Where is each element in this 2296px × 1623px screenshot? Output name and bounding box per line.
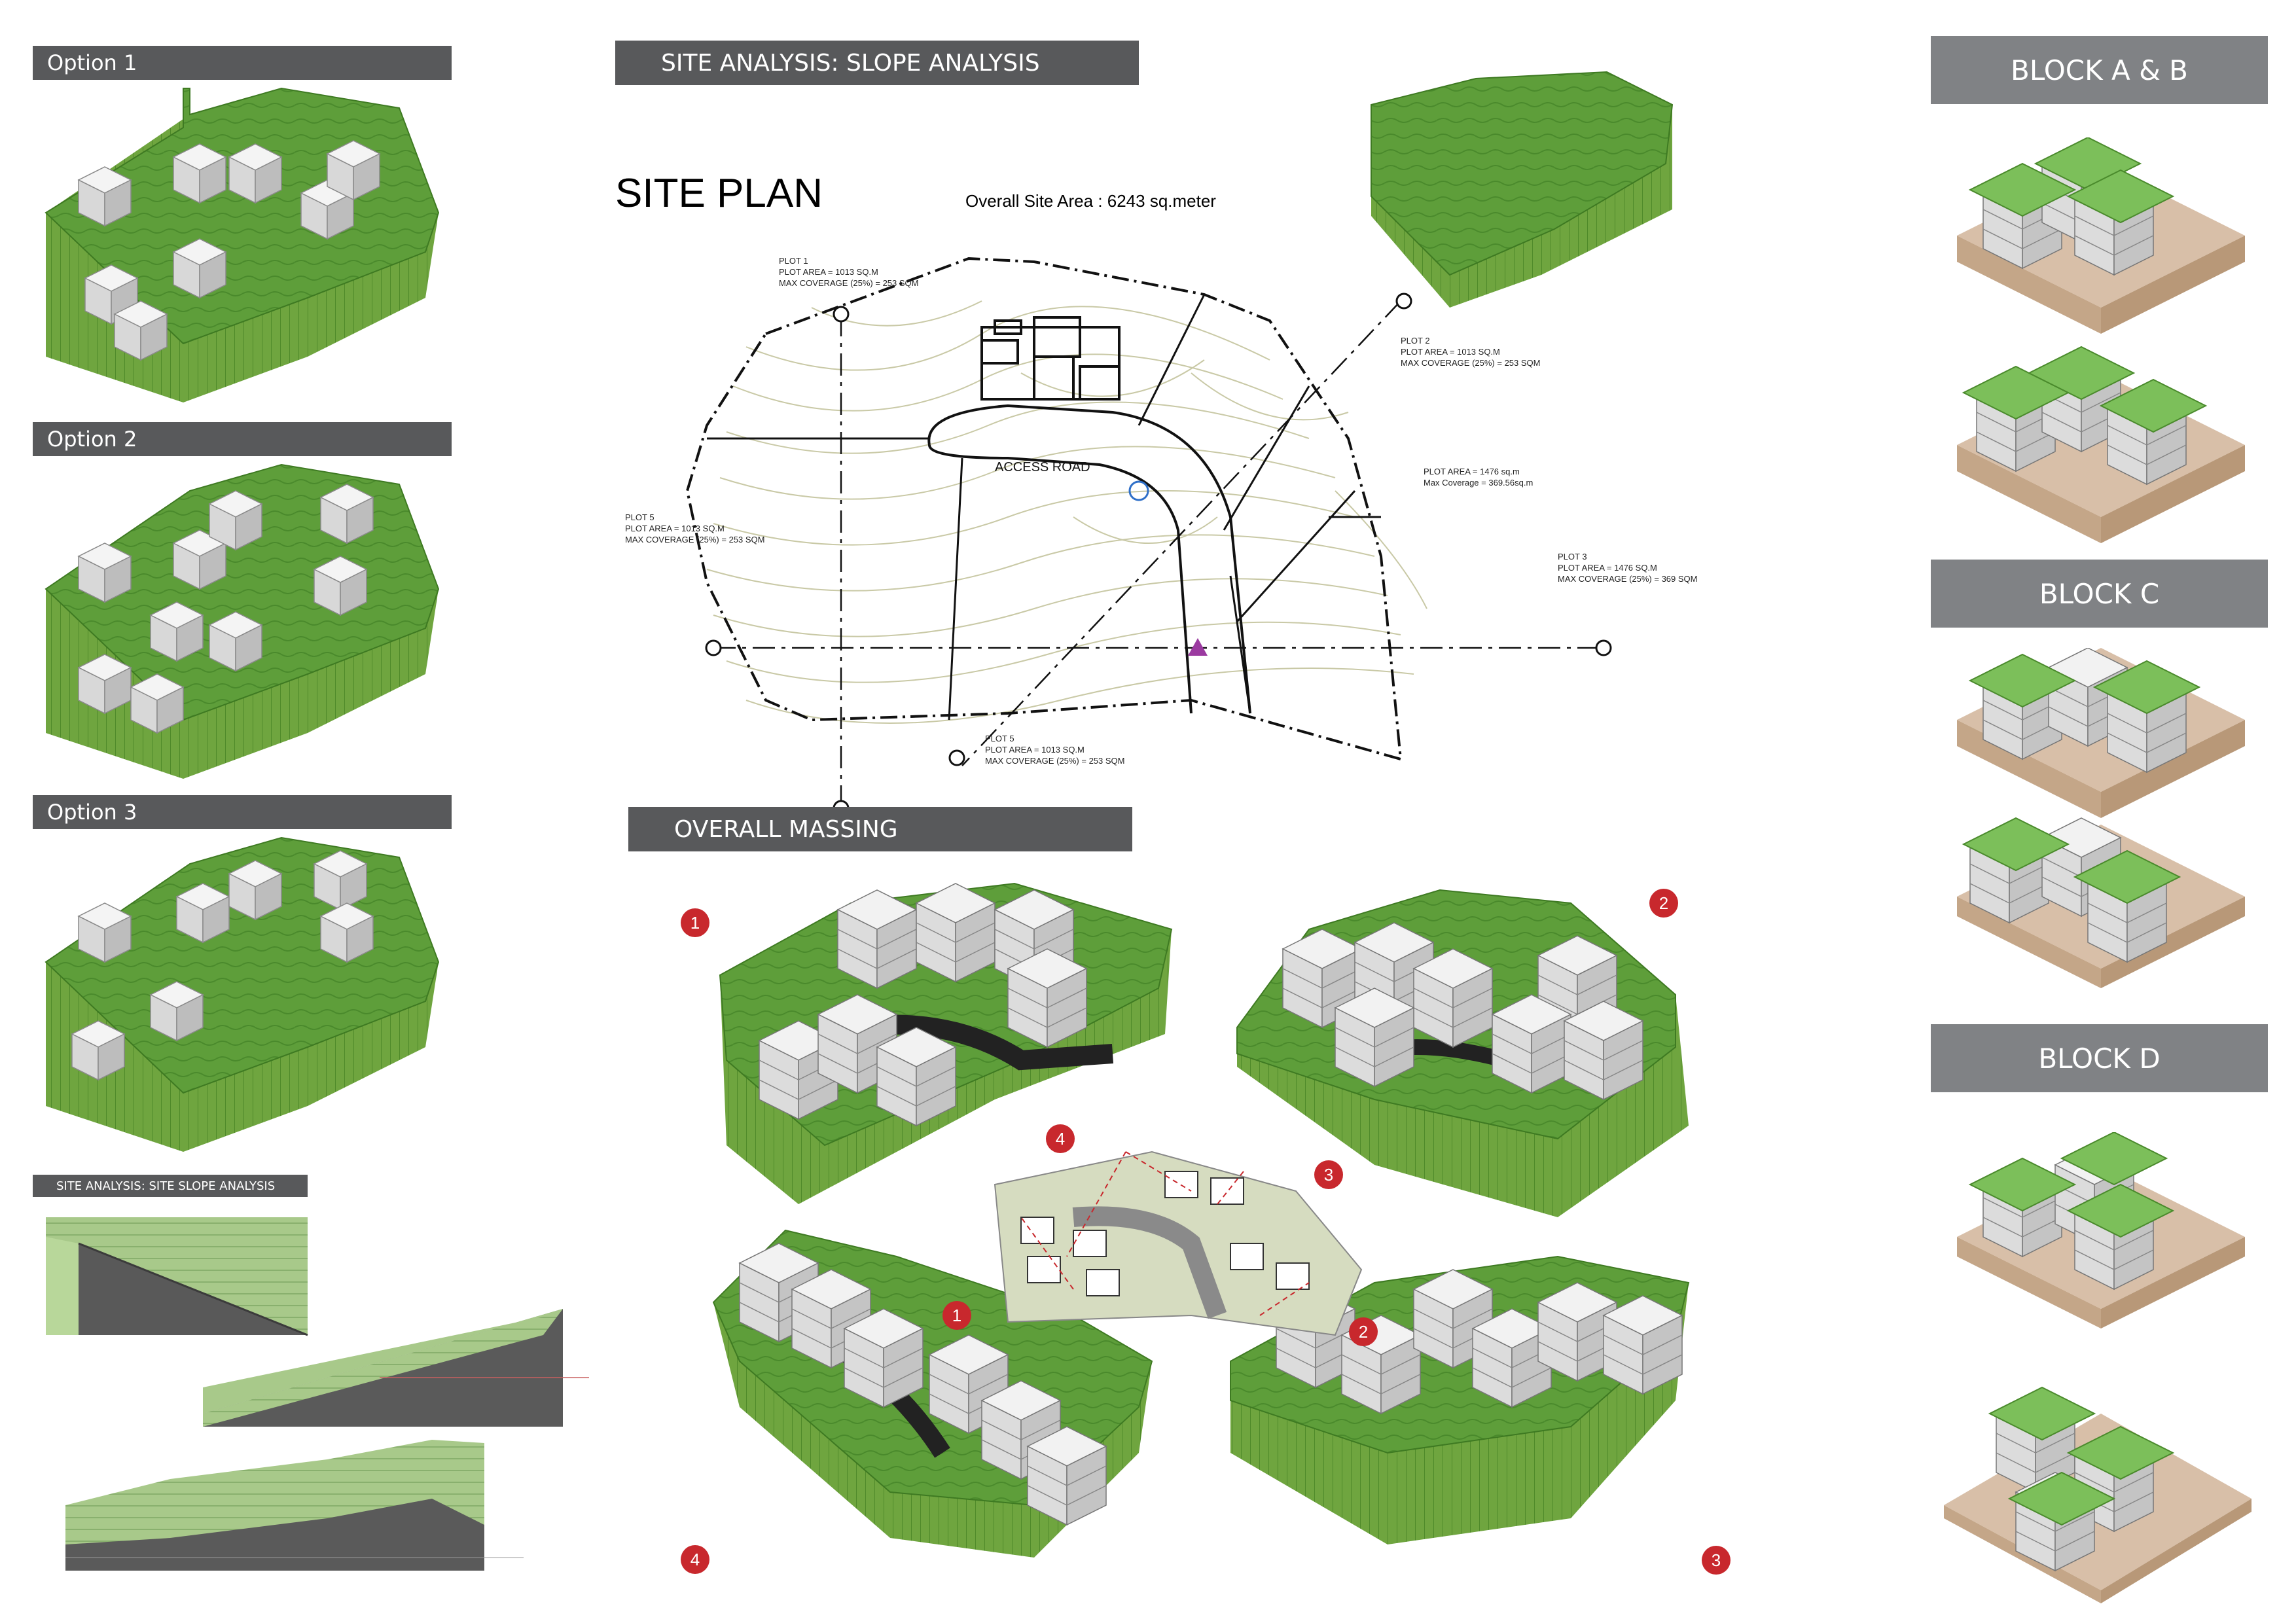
block-ab-header: BLOCK A & B	[1931, 36, 2268, 104]
marker-1-centre-label: 1	[952, 1306, 961, 1325]
marker-3-centre: 3	[1314, 1160, 1343, 1189]
plot-5a-line-2: PLOT AREA = 1013 SQ.M	[625, 524, 725, 533]
plot-4-line-1: PLOT AREA = 1476 sq.m	[1424, 467, 1520, 476]
marker-2-centre-label: 2	[1359, 1322, 1368, 1342]
plot-5b-line-2: PLOT AREA = 1013 SQ.M	[985, 745, 1085, 755]
marker-3-bottom-badge: 3	[1702, 1546, 1731, 1575]
site-area-text: Overall Site Area : 6243 sq.meter	[965, 191, 1216, 211]
marker-1-top-label: 1	[691, 913, 700, 933]
overall-massing-title: OVERALL MASSING	[674, 815, 898, 843]
option-2-terrain-model	[33, 458, 452, 779]
site-plan-svg: PLOT 1 PLOT AREA = 1013 SQ.M MAX COVERAG…	[625, 256, 1697, 817]
option-1-terrain-model	[33, 82, 452, 402]
plot-2-label: PLOT 2 PLOT AREA = 1013 SQ.M MAX COVERAG…	[1401, 336, 1540, 368]
slope-analysis-title: SITE ANALYSIS: SITE SLOPE ANALYSIS	[56, 1179, 276, 1193]
option-3-header: Option 3	[33, 795, 452, 829]
plot-2-line-2: PLOT AREA = 1013 SQ.M	[1401, 347, 1500, 357]
plot-2-line-1: PLOT 2	[1401, 336, 1430, 346]
marker-2-centre: 2	[1349, 1317, 1378, 1346]
marker-4-centre-label: 4	[1056, 1129, 1065, 1149]
plot-5-label-left: PLOT 5 PLOT AREA = 1013 SQ.M MAX COVERAG…	[625, 512, 764, 544]
massing-views: 1 2 4 3 1 2 4 3	[655, 864, 1731, 1603]
marker-1-centre: 1	[942, 1301, 971, 1330]
block-c-header: BLOCK C	[1931, 560, 2268, 628]
plot-5a-line-1: PLOT 5	[625, 512, 655, 522]
massing-view-1	[719, 882, 1173, 1204]
plot-3-line-1: PLOT 3	[1558, 552, 1587, 562]
block-d-label: BLOCK D	[2038, 1042, 2161, 1075]
plot-3-line-3: MAX COVERAGE (25%) = 369 SQM	[1558, 574, 1697, 584]
access-road-label: ACCESS ROAD	[995, 460, 1090, 474]
option-1-header: Option 1	[33, 46, 452, 80]
option-2-label: Option 2	[47, 427, 137, 452]
marker-2-top-label: 2	[1659, 893, 1668, 913]
massing-view-2	[1236, 889, 1689, 1217]
site-terrain-model	[1358, 65, 1685, 314]
plot-3-line-2: PLOT AREA = 1476 SQ.M	[1558, 563, 1657, 573]
block-c-label: BLOCK C	[2039, 577, 2160, 610]
block-d-models	[1944, 1132, 2258, 1603]
option-3-terrain-model	[33, 831, 452, 1152]
plot-5-label-bottom: PLOT 5 PLOT AREA = 1013 SQ.M MAX COVERAG…	[985, 734, 1124, 766]
plot-1-line-1: PLOT 1	[779, 256, 808, 266]
marker-2-top: 2	[1649, 889, 1678, 918]
site-plan-title: SITE PLAN	[615, 171, 823, 216]
plot-2-line-3: MAX COVERAGE (25%) = 253 SQM	[1401, 358, 1540, 368]
site-plan-drawing: PLOT 1 PLOT AREA = 1013 SQ.M MAX COVERAG…	[615, 242, 1715, 818]
overall-massing-header: OVERALL MASSING	[628, 807, 1132, 851]
site-analysis-title: SITE ANALYSIS: SLOPE ANALYSIS	[661, 49, 1040, 77]
plot-1-label: PLOT 1 PLOT AREA = 1013 SQ.M MAX COVERAG…	[779, 256, 918, 288]
marker-4-bottom: 4	[681, 1545, 709, 1574]
massing-markers: 1 2 4 3 1 2 4	[681, 889, 1678, 1574]
option-3-label: Option 3	[47, 800, 137, 825]
slope-analysis-header: SITE ANALYSIS: SITE SLOPE ANALYSIS	[33, 1175, 308, 1197]
plot-5a-line-3: MAX COVERAGE (25%) = 253 SQM	[625, 535, 764, 544]
plot-3-label: PLOT 3 PLOT AREA = 1476 SQ.M MAX COVERAG…	[1558, 552, 1697, 584]
block-c-models	[1944, 648, 2258, 988]
plot-5b-line-3: MAX COVERAGE (25%) = 253 SQM	[985, 756, 1124, 766]
marker-4-bottom-label: 4	[691, 1550, 700, 1569]
slope-sections	[39, 1217, 615, 1584]
marker-1-top: 1	[681, 908, 709, 937]
block-ab-label: BLOCK A & B	[2011, 54, 2188, 86]
site-analysis-header: SITE ANALYSIS: SLOPE ANALYSIS	[615, 41, 1139, 85]
plot-1-line-3: MAX COVERAGE (25%) = 253 SQM	[779, 278, 918, 288]
massing-key-plan	[994, 1150, 1363, 1336]
marker-3-centre-label: 3	[1324, 1165, 1333, 1185]
marker-4-centre: 4	[1046, 1124, 1075, 1153]
block-d-header: BLOCK D	[1931, 1024, 2268, 1092]
plot-4-label: PLOT AREA = 1476 sq.m Max Coverage = 369…	[1424, 467, 1533, 488]
block-ab-models	[1944, 137, 2258, 543]
plot-4-line-2: Max Coverage = 369.56sq.m	[1424, 478, 1533, 488]
option-2-header: Option 2	[33, 422, 452, 456]
plot-1-line-2: PLOT AREA = 1013 SQ.M	[779, 267, 878, 277]
plot-5b-line-1: PLOT 5	[985, 734, 1014, 743]
option-1-label: Option 1	[47, 50, 137, 75]
